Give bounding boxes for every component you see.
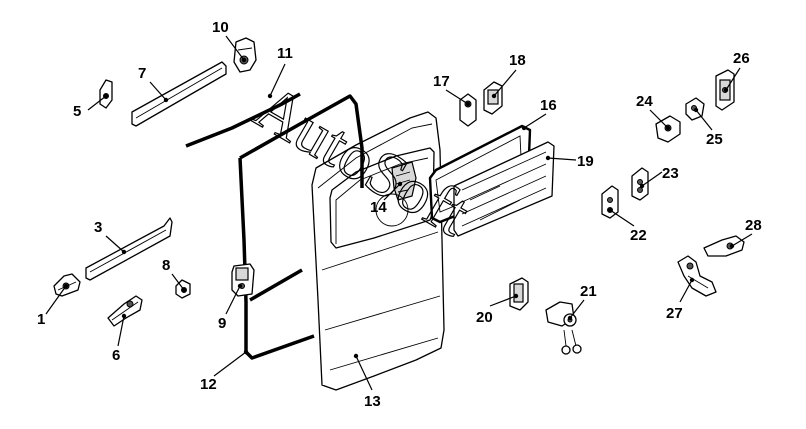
leader-line-6 xyxy=(117,315,125,347)
callout-6: 6 xyxy=(112,347,120,364)
callout-22: 22 xyxy=(630,227,647,244)
leader-line-19 xyxy=(547,157,577,161)
leader-line-8 xyxy=(171,273,185,291)
leader-dot-21 xyxy=(567,315,573,321)
part-10-upper-roller xyxy=(233,37,257,73)
part-27-lower-arm xyxy=(677,255,717,297)
callout-25: 25 xyxy=(706,131,723,148)
leader-dot-3 xyxy=(121,249,127,255)
callout-21: 21 xyxy=(580,283,597,300)
part-9-centre-hinge xyxy=(231,263,255,297)
part-13-door-panel xyxy=(311,111,445,391)
callout-14: 14 xyxy=(370,199,387,216)
leader-dot-27 xyxy=(689,277,695,283)
leader-line-17 xyxy=(445,89,469,105)
leader-dot-7 xyxy=(163,97,169,103)
callout-3: 3 xyxy=(94,219,102,236)
leader-line-10 xyxy=(225,35,245,61)
part-23-hinge-plate xyxy=(631,167,649,201)
part-3-lower-rail xyxy=(85,217,173,281)
leader-dot-14 xyxy=(397,181,403,187)
leader-dot-20 xyxy=(513,293,519,299)
callout-27: 27 xyxy=(666,305,683,322)
leader-line-21 xyxy=(569,299,585,319)
part-7-upper-rail xyxy=(131,61,227,127)
leader-line-22 xyxy=(609,209,635,227)
part-20-door-handle xyxy=(509,277,529,311)
part-18-striker xyxy=(483,81,503,115)
leader-line-13 xyxy=(355,355,373,391)
leader-dot-5 xyxy=(103,93,109,99)
leader-dot-12 xyxy=(243,349,249,355)
leader-line-24 xyxy=(649,109,669,129)
callout-24: 24 xyxy=(636,93,653,110)
callout-9: 9 xyxy=(218,315,226,332)
leader-line-5 xyxy=(87,95,107,111)
callout-leaders xyxy=(45,35,753,391)
callout-17: 17 xyxy=(433,73,450,90)
callout-19: 19 xyxy=(577,153,594,170)
leader-dot-25 xyxy=(693,107,699,113)
leader-dot-24 xyxy=(665,125,671,131)
leader-line-14 xyxy=(383,183,401,201)
callout-18: 18 xyxy=(509,52,526,69)
leader-line-28 xyxy=(731,233,753,247)
leader-line-26 xyxy=(725,67,741,91)
callout-11: 11 xyxy=(277,45,293,62)
part-6-roller-arm xyxy=(107,295,143,327)
leader-line-18 xyxy=(493,69,517,97)
part-17-catch xyxy=(459,93,477,127)
callout-16: 16 xyxy=(540,97,557,114)
leader-dot-28 xyxy=(729,243,735,249)
leader-line-7 xyxy=(149,81,167,101)
callout-labels: 1 3 5 6 7 8 9 10 11 12 13 14 16 17 18 19… xyxy=(37,19,762,410)
leader-dot-16 xyxy=(521,125,527,131)
callout-7: 7 xyxy=(138,65,146,82)
leader-line-27 xyxy=(679,279,693,303)
callout-1: 1 xyxy=(37,311,45,328)
leader-dot-11 xyxy=(267,93,273,99)
leader-dot-1 xyxy=(63,283,69,289)
leader-dot-8 xyxy=(181,287,187,293)
leader-line-1 xyxy=(45,285,67,315)
leader-line-16 xyxy=(523,113,547,129)
callout-8: 8 xyxy=(162,257,170,274)
leader-dot-13 xyxy=(353,353,359,359)
leader-dot-17 xyxy=(465,101,471,107)
leader-line-20 xyxy=(489,295,517,307)
callout-28: 28 xyxy=(745,217,762,234)
part-28-lower-bracket xyxy=(703,235,745,257)
part-12-door-seal xyxy=(238,94,364,360)
callout-26: 26 xyxy=(733,50,750,67)
leader-dot-10 xyxy=(241,57,247,63)
part-14-marker xyxy=(375,193,409,227)
callout-13: 13 xyxy=(364,393,381,410)
leader-line-25 xyxy=(695,109,713,131)
leader-dot-19 xyxy=(545,155,551,161)
callout-23: 23 xyxy=(662,165,679,182)
leader-line-12 xyxy=(213,351,247,377)
callout-10: 10 xyxy=(212,19,229,36)
callout-5: 5 xyxy=(73,103,81,120)
part-19-glass-pane xyxy=(453,141,555,237)
leader-line-3 xyxy=(105,235,125,253)
leader-dot-18 xyxy=(491,93,497,99)
leader-dot-23 xyxy=(639,183,645,189)
leader-line-23 xyxy=(641,171,663,187)
leader-dot-6 xyxy=(121,313,127,319)
leader-dot-9 xyxy=(237,283,243,289)
leader-line-11 xyxy=(269,63,286,97)
leader-dot-26 xyxy=(723,87,729,93)
callout-20: 20 xyxy=(476,309,493,326)
callout-12: 12 xyxy=(200,376,217,393)
leader-line-9 xyxy=(225,285,241,315)
part-11-upper-seal xyxy=(185,92,301,148)
leader-dot-22 xyxy=(607,207,613,213)
